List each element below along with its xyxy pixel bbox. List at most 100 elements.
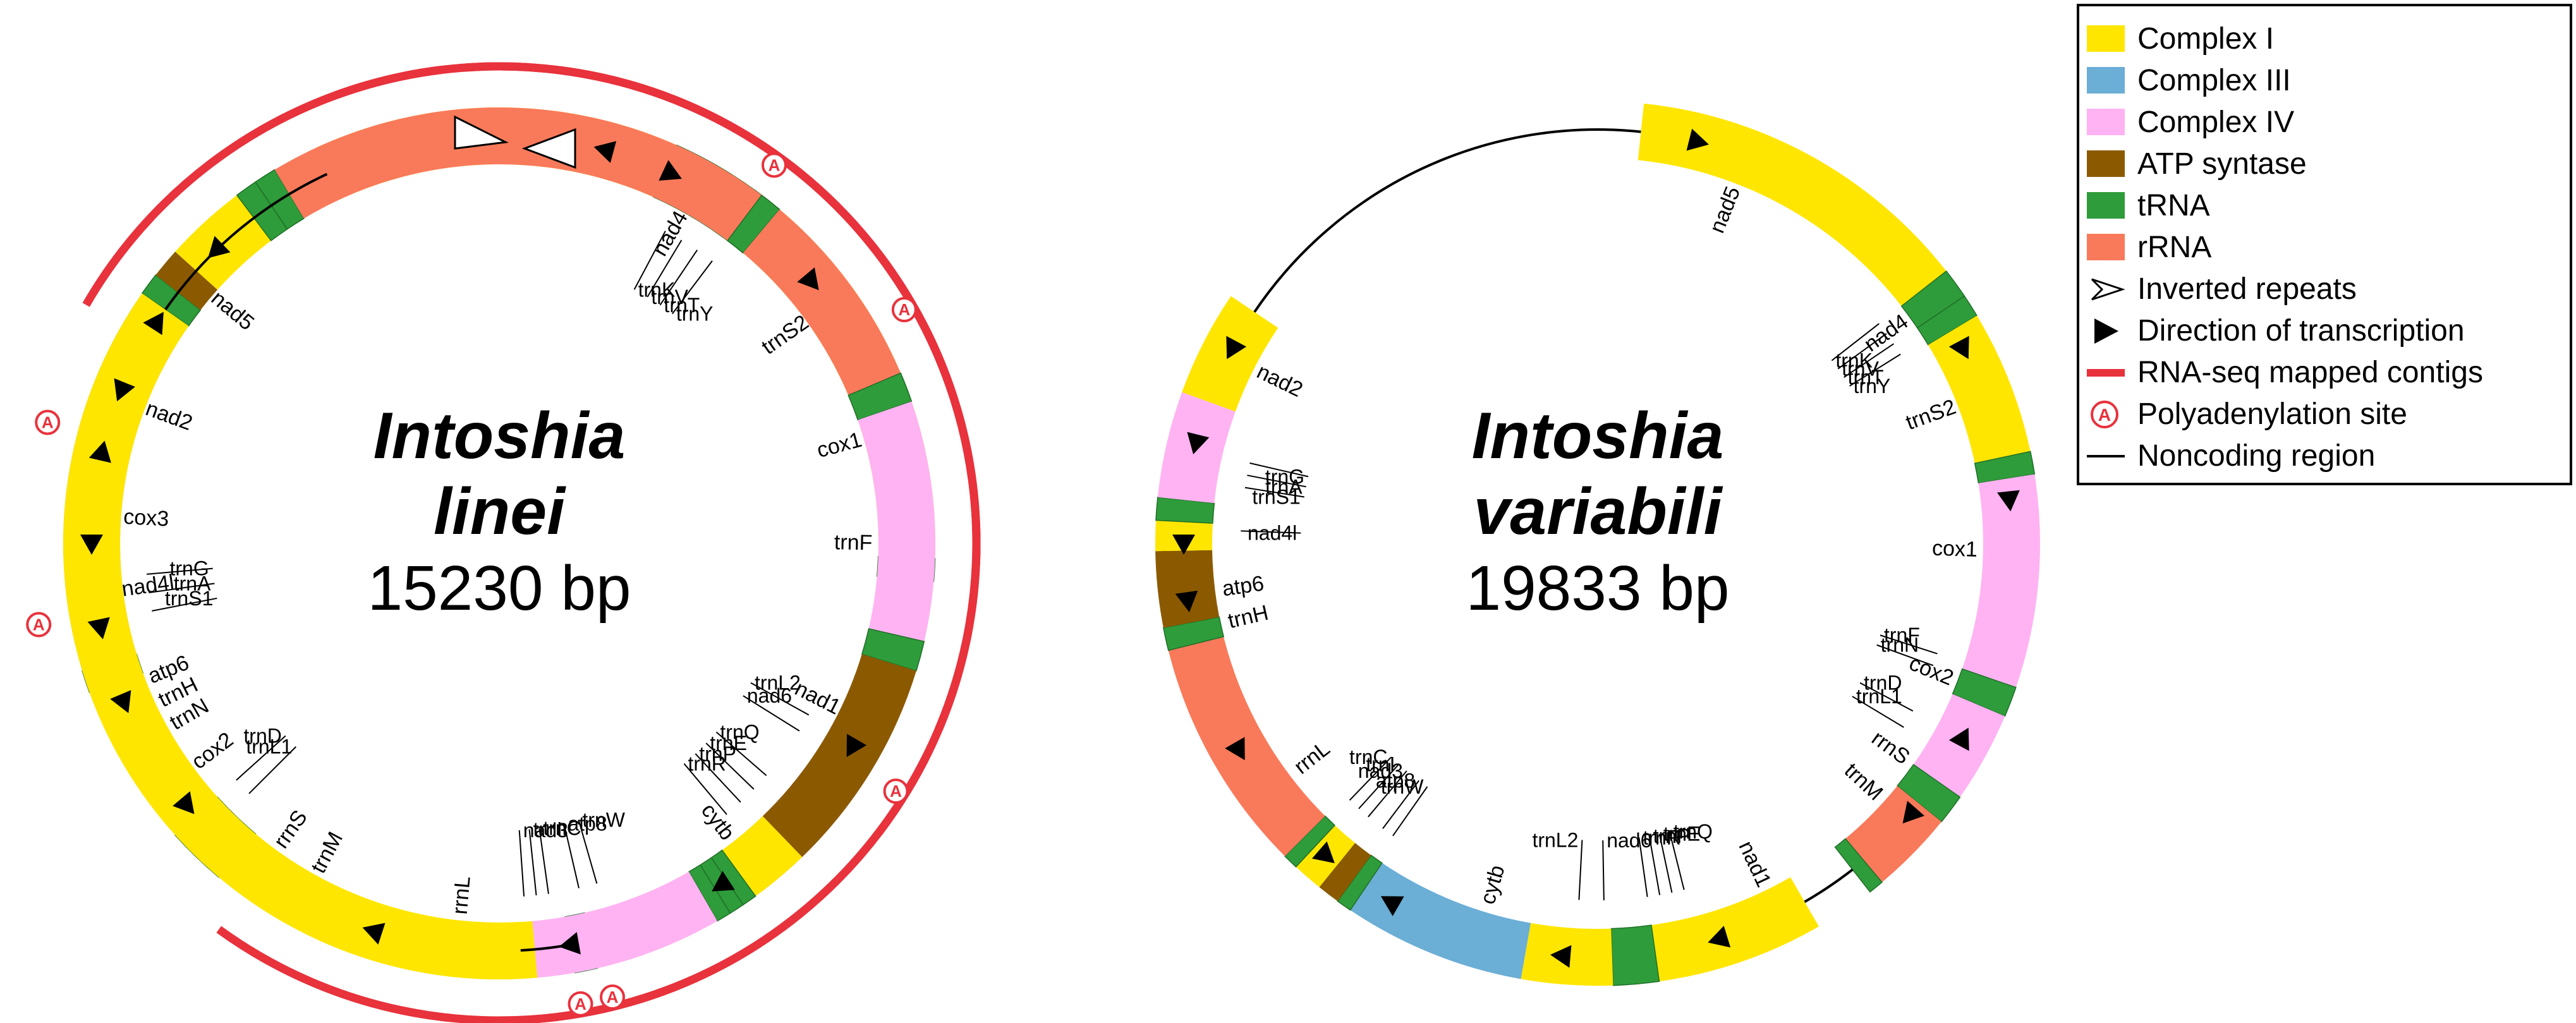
inverted-repeat-chevron	[521, 128, 576, 169]
trna-label: trnR	[1643, 826, 1680, 849]
legend-label: Complex III	[2137, 64, 2291, 97]
leader-line	[1880, 634, 1938, 655]
direction-arrow	[846, 734, 867, 758]
noncoding-region	[1253, 128, 1854, 903]
leader-line	[1844, 343, 1894, 378]
genome-name-genus: Intoshia	[1472, 399, 1724, 473]
gene-label: cox3	[123, 505, 169, 531]
trna-label: trnV	[1842, 358, 1879, 380]
leader-line	[1638, 837, 1648, 897]
direction-arrow	[559, 932, 581, 955]
leader-line	[715, 731, 767, 777]
svg-text:A: A	[769, 155, 781, 174]
polya-site: A	[600, 984, 626, 1010]
complex-i-segment	[1637, 103, 1947, 306]
polya-site: A	[35, 409, 61, 435]
leader-line	[1392, 786, 1428, 837]
trna-leader-labels: trnKtrnVtrnTtrnYtrnGtrnAtrnS1trnDtrnL1tr…	[147, 231, 810, 897]
legend-item: Complex IV	[2087, 106, 2294, 139]
leader-line	[1382, 780, 1419, 829]
direction-arrow	[173, 791, 195, 814]
svg-text:A: A	[890, 782, 902, 801]
genome-name-species: linei	[434, 475, 566, 548]
leader-line	[1876, 644, 1934, 667]
gene-label: nad2	[1253, 360, 1307, 402]
complex-iv-segment	[1962, 474, 2040, 687]
direction-arrow	[1311, 841, 1335, 864]
leader-line	[1602, 840, 1605, 900]
trna-label: nad3	[523, 819, 568, 842]
polya-site: A	[891, 297, 917, 322]
polya-site: A	[568, 991, 593, 1017]
trna-label: trnR	[688, 753, 726, 775]
gene-label: rrnL	[448, 875, 475, 916]
gene-label: trnM	[307, 828, 348, 877]
trna-label: trnI	[533, 818, 562, 841]
leader-line	[152, 597, 217, 612]
direction-arrow	[1997, 490, 2020, 512]
leader-line	[743, 695, 800, 732]
leader-line	[1244, 487, 1304, 498]
legend-swatch	[2087, 192, 2125, 219]
gene-label: rrnS	[269, 806, 312, 852]
direction-arrow	[1175, 590, 1198, 612]
genome-size: 15230 bp	[367, 553, 631, 624]
genome-name-species: variabili	[1473, 475, 1723, 548]
trna-label: atp8	[568, 812, 607, 835]
gene-label: atp6	[1221, 571, 1266, 601]
trna-label: trnP	[699, 742, 736, 765]
legend-item: rRNA	[2087, 231, 2211, 264]
trna-segment	[1834, 838, 1883, 893]
legend-item: Complex I	[2087, 22, 2274, 56]
gene-label: trnM	[1840, 758, 1888, 805]
gene-label: rrnS	[1867, 726, 1914, 769]
gene-label: cox1	[1931, 536, 1978, 561]
rnaseq-contigs	[82, 62, 981, 1023]
trna-label: trnS1	[165, 587, 213, 610]
direction-arrow	[712, 871, 735, 892]
transcription-arrows	[1172, 128, 2020, 968]
trna-segment	[727, 194, 781, 254]
direction-arrow	[593, 141, 617, 163]
gene-label: nad1	[1734, 837, 1776, 891]
leader-line	[1859, 682, 1914, 712]
trna-label: nad6	[747, 684, 792, 707]
legend-label: tRNA	[2137, 189, 2210, 222]
leader-line	[147, 567, 213, 575]
leader-line	[750, 682, 810, 716]
trna-label: trnD	[243, 724, 281, 747]
direction-arrow	[80, 535, 103, 555]
svg-text:A: A	[2098, 405, 2111, 425]
direction-arrow	[1225, 737, 1245, 761]
polya-site: A	[26, 612, 52, 638]
trna-label: trnT	[1848, 366, 1884, 389]
legend-label: Inverted repeats	[2137, 272, 2357, 306]
trna-label: trnL1	[246, 735, 292, 758]
rrna-segment	[1168, 636, 1325, 856]
leader-line	[695, 753, 741, 803]
direction-arrow	[1902, 801, 1925, 824]
genome-name-genus: Intoshia	[374, 399, 626, 473]
gene-label: nad2	[142, 396, 195, 435]
trna-segment	[1916, 295, 1978, 346]
trna-label: nad6	[1607, 829, 1651, 852]
rnaseq-contig	[465, 62, 981, 732]
inverted-repeats	[454, 115, 576, 169]
noncoding-line	[1253, 128, 1641, 313]
legend-swatch	[2087, 25, 2125, 52]
trna-leader-labels: trnKtrnVtrnTtrnYtrnFtrnNtrnDtrnL1trnQtrn…	[1241, 323, 1938, 900]
complex-i-segment	[133, 749, 538, 980]
complex-i-segment	[1928, 315, 2031, 464]
leader-line	[1349, 756, 1392, 801]
leader-line	[578, 820, 598, 884]
trna-segment	[1155, 497, 1215, 524]
trna-label: trnN	[1881, 634, 1919, 657]
legend-label: Direction of transcription	[2137, 314, 2465, 348]
leader-line	[683, 763, 727, 815]
gene-label: trnS2	[1902, 395, 1959, 435]
trna-label: trnD	[1864, 672, 1902, 694]
noncoding-line	[1804, 868, 1854, 903]
